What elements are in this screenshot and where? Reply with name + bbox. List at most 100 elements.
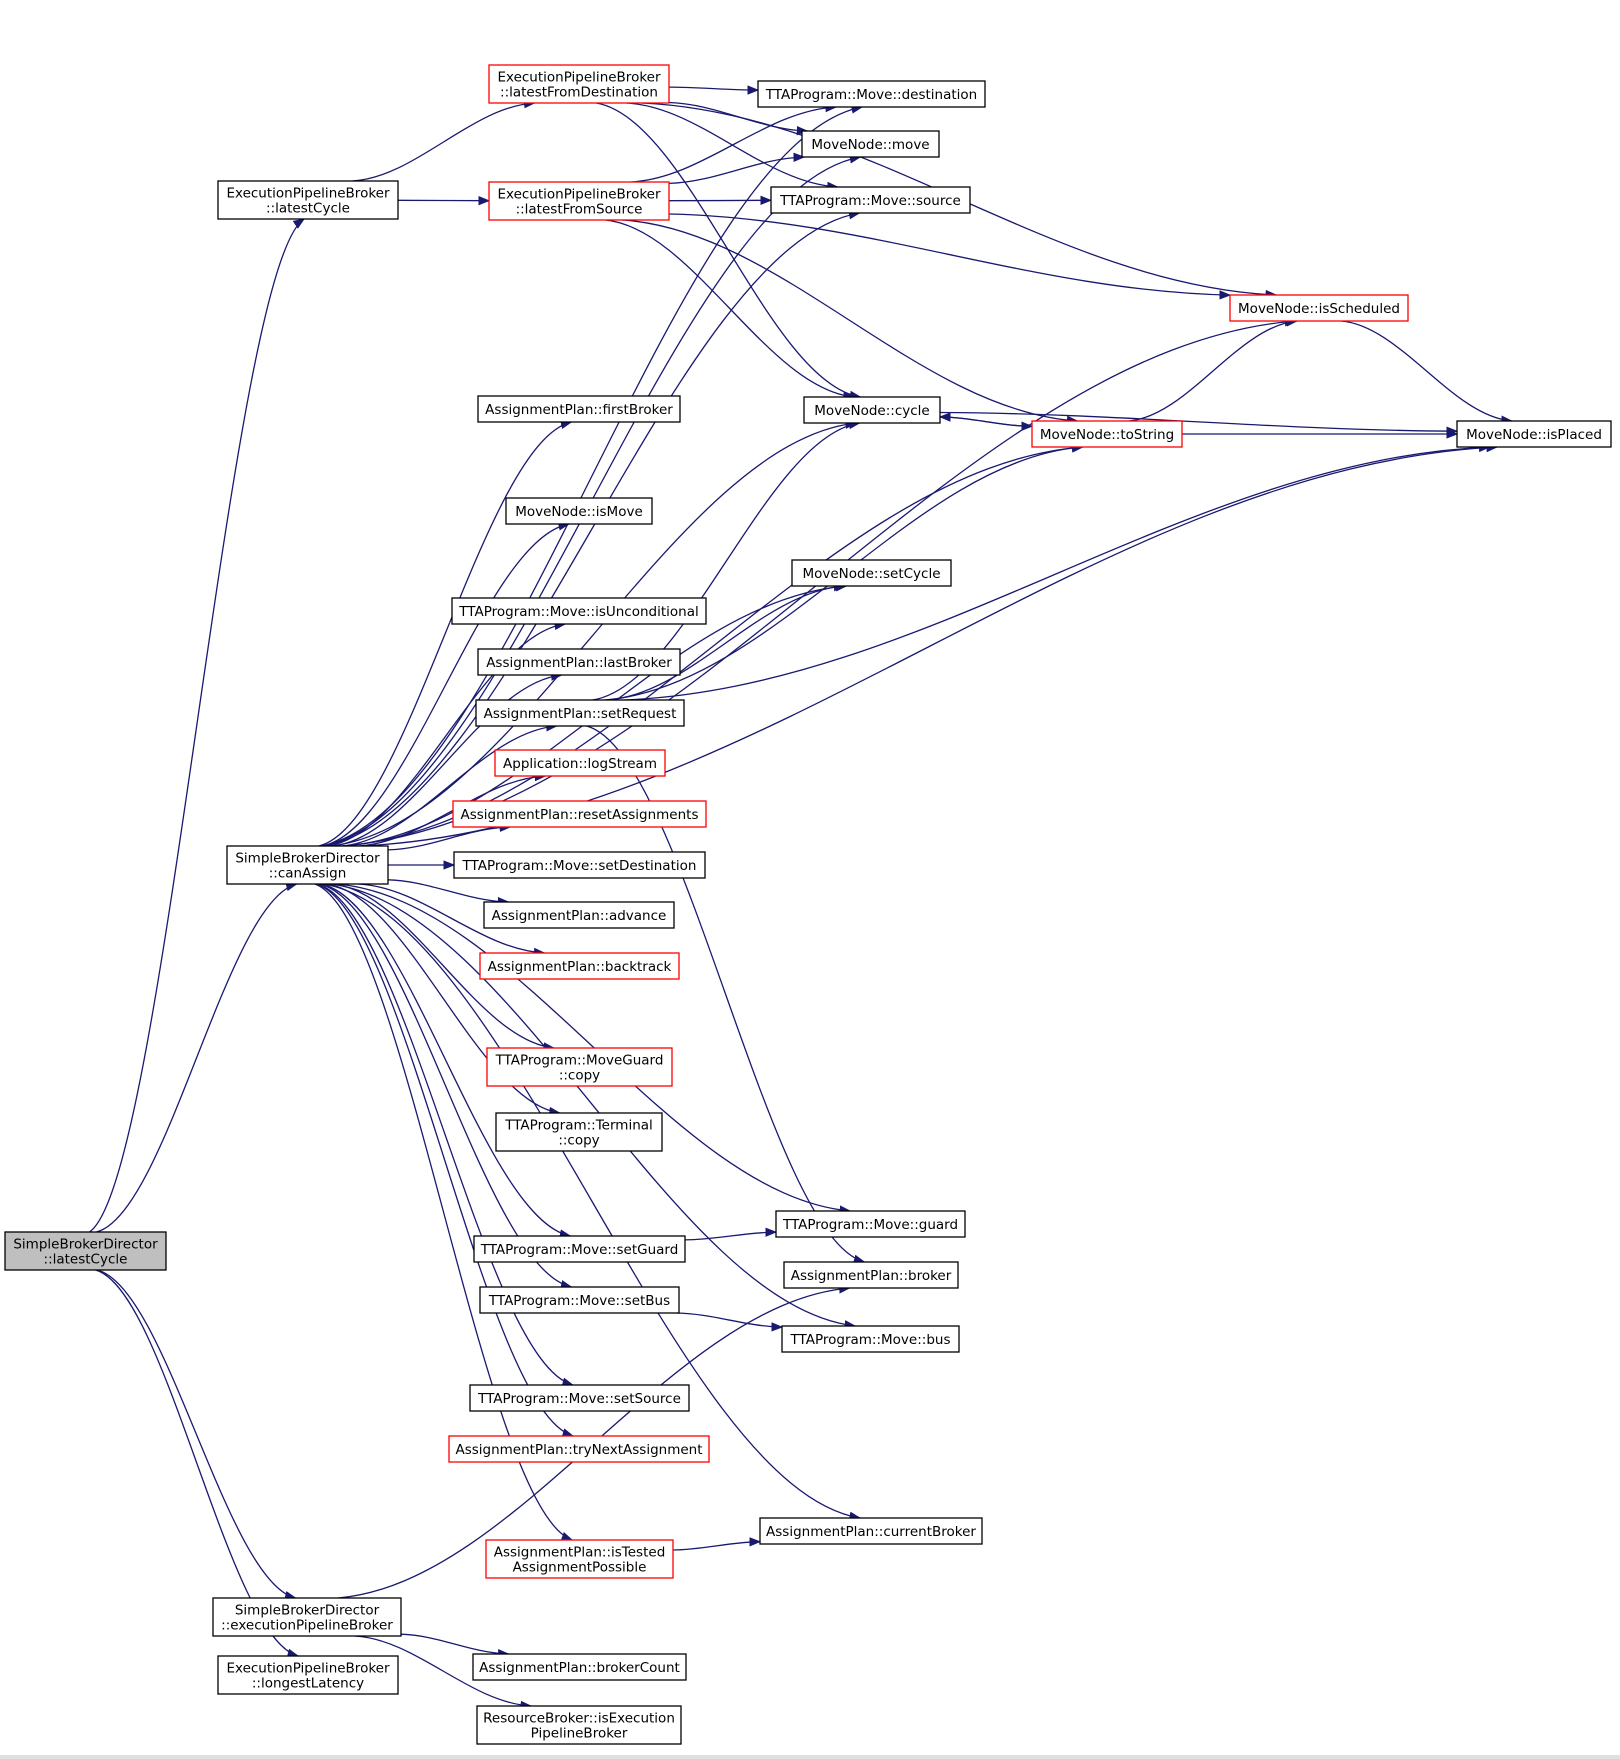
node-mn_isMove[interactable]: MoveNode::isMove xyxy=(505,497,653,525)
node-sbd_executionPipelineBroker[interactable]: SimpleBrokerDirector::executionPipelineB… xyxy=(212,1597,402,1637)
edge-line xyxy=(605,219,855,401)
node-mn_toString[interactable]: MoveNode::toString xyxy=(1031,420,1183,448)
edge-line xyxy=(630,102,838,183)
node-box xyxy=(1456,420,1612,448)
node-tm_bus[interactable]: TTAProgram::Move::bus xyxy=(781,1325,960,1353)
node-ap_backtrack[interactable]: AssignmentPlan::backtrack xyxy=(479,952,680,980)
edge-mn_toString-to-mn_cycle xyxy=(938,412,1033,427)
node-tm_source[interactable]: TTAProgram::Move::source xyxy=(770,186,971,214)
edge-sbd_canAssign-to-tm_bus xyxy=(330,883,857,1330)
node-ap_broker[interactable]: AssignmentPlan::broker xyxy=(783,1261,959,1289)
edge-sbd_canAssign-to-ap_currentBroker xyxy=(323,883,862,1521)
edge-line xyxy=(89,218,305,1233)
node-ap_currentBroker[interactable]: AssignmentPlan::currentBroker xyxy=(759,1517,983,1545)
node-epb_longestLatency[interactable]: ExecutionPipelineBroker::longestLatency xyxy=(217,1655,399,1695)
node-box xyxy=(448,1435,710,1463)
node-box xyxy=(757,80,986,108)
node-epb_latestFromDestination[interactable]: ExecutionPipelineBroker::latestFromDesti… xyxy=(488,64,670,104)
node-ap_isTestedAssignmentPossible[interactable]: AssignmentPlan::isTestedAssignmentPossib… xyxy=(485,1539,674,1579)
edge-line xyxy=(622,219,1079,425)
edge-ap_setRequest-to-mn_setCycle xyxy=(607,582,846,701)
node-label: ::copy xyxy=(558,1133,599,1149)
node-tm_setBus[interactable]: TTAProgram::Move::setBus xyxy=(479,1286,680,1314)
node-box xyxy=(488,181,670,221)
edge-sbd_canAssign-to-tmg_copy xyxy=(333,883,556,1052)
node-label: SimpleBrokerDirector xyxy=(235,851,380,867)
edge-line xyxy=(668,85,760,95)
node-box xyxy=(775,1210,966,1238)
node-box xyxy=(495,1112,663,1152)
node-mn_isPlaced[interactable]: MoveNode::isPlaced xyxy=(1456,420,1612,448)
node-sbd_latestCycle[interactable]: SimpleBrokerDirector::latestCycle xyxy=(4,1231,167,1271)
edge-sbd_canAssign-to-ap_setRequest xyxy=(341,722,558,847)
node-label: ExecutionPipelineBroker xyxy=(497,187,660,203)
edge-line xyxy=(676,1312,784,1332)
node-label: TTAProgram::Move::bus xyxy=(790,1332,951,1348)
node-box xyxy=(477,648,681,676)
node-label: ::longestLatency xyxy=(252,1676,364,1692)
edge-line xyxy=(333,883,556,1052)
node-mn_cycle[interactable]: MoveNode::cycle xyxy=(803,396,941,424)
node-ap_brokerCount[interactable]: AssignmentPlan::brokerCount xyxy=(472,1653,687,1681)
edge-line xyxy=(668,213,1232,300)
node-label: TTAProgram::MoveGuard xyxy=(495,1053,664,1069)
node-ap_setRequest[interactable]: AssignmentPlan::setRequest xyxy=(475,699,685,727)
edge-line xyxy=(332,671,563,847)
node-ap_tryNextAssignment[interactable]: AssignmentPlan::tryNextAssignment xyxy=(448,1435,710,1463)
edge-sbd_canAssign-to-ap_backtrack xyxy=(358,883,546,958)
edge-epb_latestFromSource-to-mn_cycle xyxy=(605,219,855,401)
node-label: MoveNode::isPlaced xyxy=(1466,427,1602,443)
node-epb_latestFromSource[interactable]: ExecutionPipelineBroker::latestFromSourc… xyxy=(488,181,670,221)
edge-line xyxy=(668,152,806,185)
edge-line xyxy=(592,419,861,701)
node-label: TTAProgram::Move::setBus xyxy=(488,1293,670,1309)
node-tm_setGuard[interactable]: TTAProgram::Move::setGuard xyxy=(473,1235,686,1263)
node-tm_isUnconditional[interactable]: TTAProgram::Move::isUnconditional xyxy=(451,597,707,625)
node-sbd_canAssign[interactable]: SimpleBrokerDirector::canAssign xyxy=(226,845,389,885)
node-label: MoveNode::isMove xyxy=(515,504,643,520)
edge-tm_setBus-to-tm_bus xyxy=(676,1312,784,1332)
node-mn_setCycle[interactable]: MoveNode::setCycle xyxy=(791,559,952,587)
node-ap_firstBroker[interactable]: AssignmentPlan::firstBroker xyxy=(477,395,681,423)
edge-sbd_latestCycle-to-sbd_executionPipelineBroker xyxy=(96,1269,297,1601)
node-label: AssignmentPlan::broker xyxy=(791,1268,952,1284)
edge-sbd_canAssign-to-ap_resetAssignments xyxy=(387,822,512,851)
node-ap_resetAssignments[interactable]: AssignmentPlan::resetAssignments xyxy=(452,800,707,828)
node-label: AssignmentPossible xyxy=(513,1560,647,1576)
edge-line xyxy=(96,882,298,1233)
node-label: MoveNode::cycle xyxy=(814,403,929,419)
edge-line xyxy=(387,879,510,907)
node-label: PipelineBroker xyxy=(531,1726,628,1742)
edge-epb_latestFromSource-to-mn_toString xyxy=(622,219,1079,425)
node-label: MoveNode::toString xyxy=(1040,427,1174,443)
node-tm_destination[interactable]: TTAProgram::Move::destination xyxy=(757,80,986,108)
node-tm_setSource[interactable]: TTAProgram::Move::setSource xyxy=(469,1384,690,1412)
node-box xyxy=(4,1231,167,1271)
node-label: ::latestFromDestination xyxy=(500,85,658,101)
edge-line xyxy=(352,98,536,182)
edge-ap_setRequest-to-mn_cycle xyxy=(592,419,861,701)
node-tm_guard[interactable]: TTAProgram::Move::guard xyxy=(775,1210,966,1238)
edge-line xyxy=(317,883,575,1387)
node-label: TTAProgram::Move::source xyxy=(779,193,961,209)
node-label: AssignmentPlan::isTested xyxy=(494,1545,666,1561)
node-ap_lastBroker[interactable]: AssignmentPlan::lastBroker xyxy=(477,648,681,676)
node-box xyxy=(485,1539,674,1579)
node-label: MoveNode::setCycle xyxy=(802,566,940,582)
node-rb_isExecutionPipelineBroker[interactable]: ResourceBroker::isExecutionPipelineBroke… xyxy=(476,1705,682,1745)
node-tmg_copy[interactable]: TTAProgram::MoveGuard::copy xyxy=(486,1047,673,1087)
node-tm_setDestination[interactable]: TTAProgram::Move::setDestination xyxy=(453,851,706,879)
node-label: ::canAssign xyxy=(269,866,347,882)
bottom-scroll-edge xyxy=(0,1755,1620,1759)
node-box xyxy=(212,1597,402,1637)
node-box xyxy=(1031,420,1183,448)
node-ap_advance[interactable]: AssignmentPlan::advance xyxy=(483,901,675,929)
node-app_logStream[interactable]: Application::logStream xyxy=(494,749,666,777)
node-mn_move[interactable]: MoveNode::move xyxy=(801,130,940,158)
node-box xyxy=(801,130,940,158)
node-box xyxy=(783,1261,959,1289)
node-tt_copy[interactable]: TTAProgram::Terminal::copy xyxy=(495,1112,663,1152)
node-epb_latestCycle[interactable]: ExecutionPipelineBroker::latestCycle xyxy=(217,180,399,220)
node-box xyxy=(803,396,941,424)
node-mn_isScheduled[interactable]: MoveNode::isScheduled xyxy=(1229,294,1409,322)
